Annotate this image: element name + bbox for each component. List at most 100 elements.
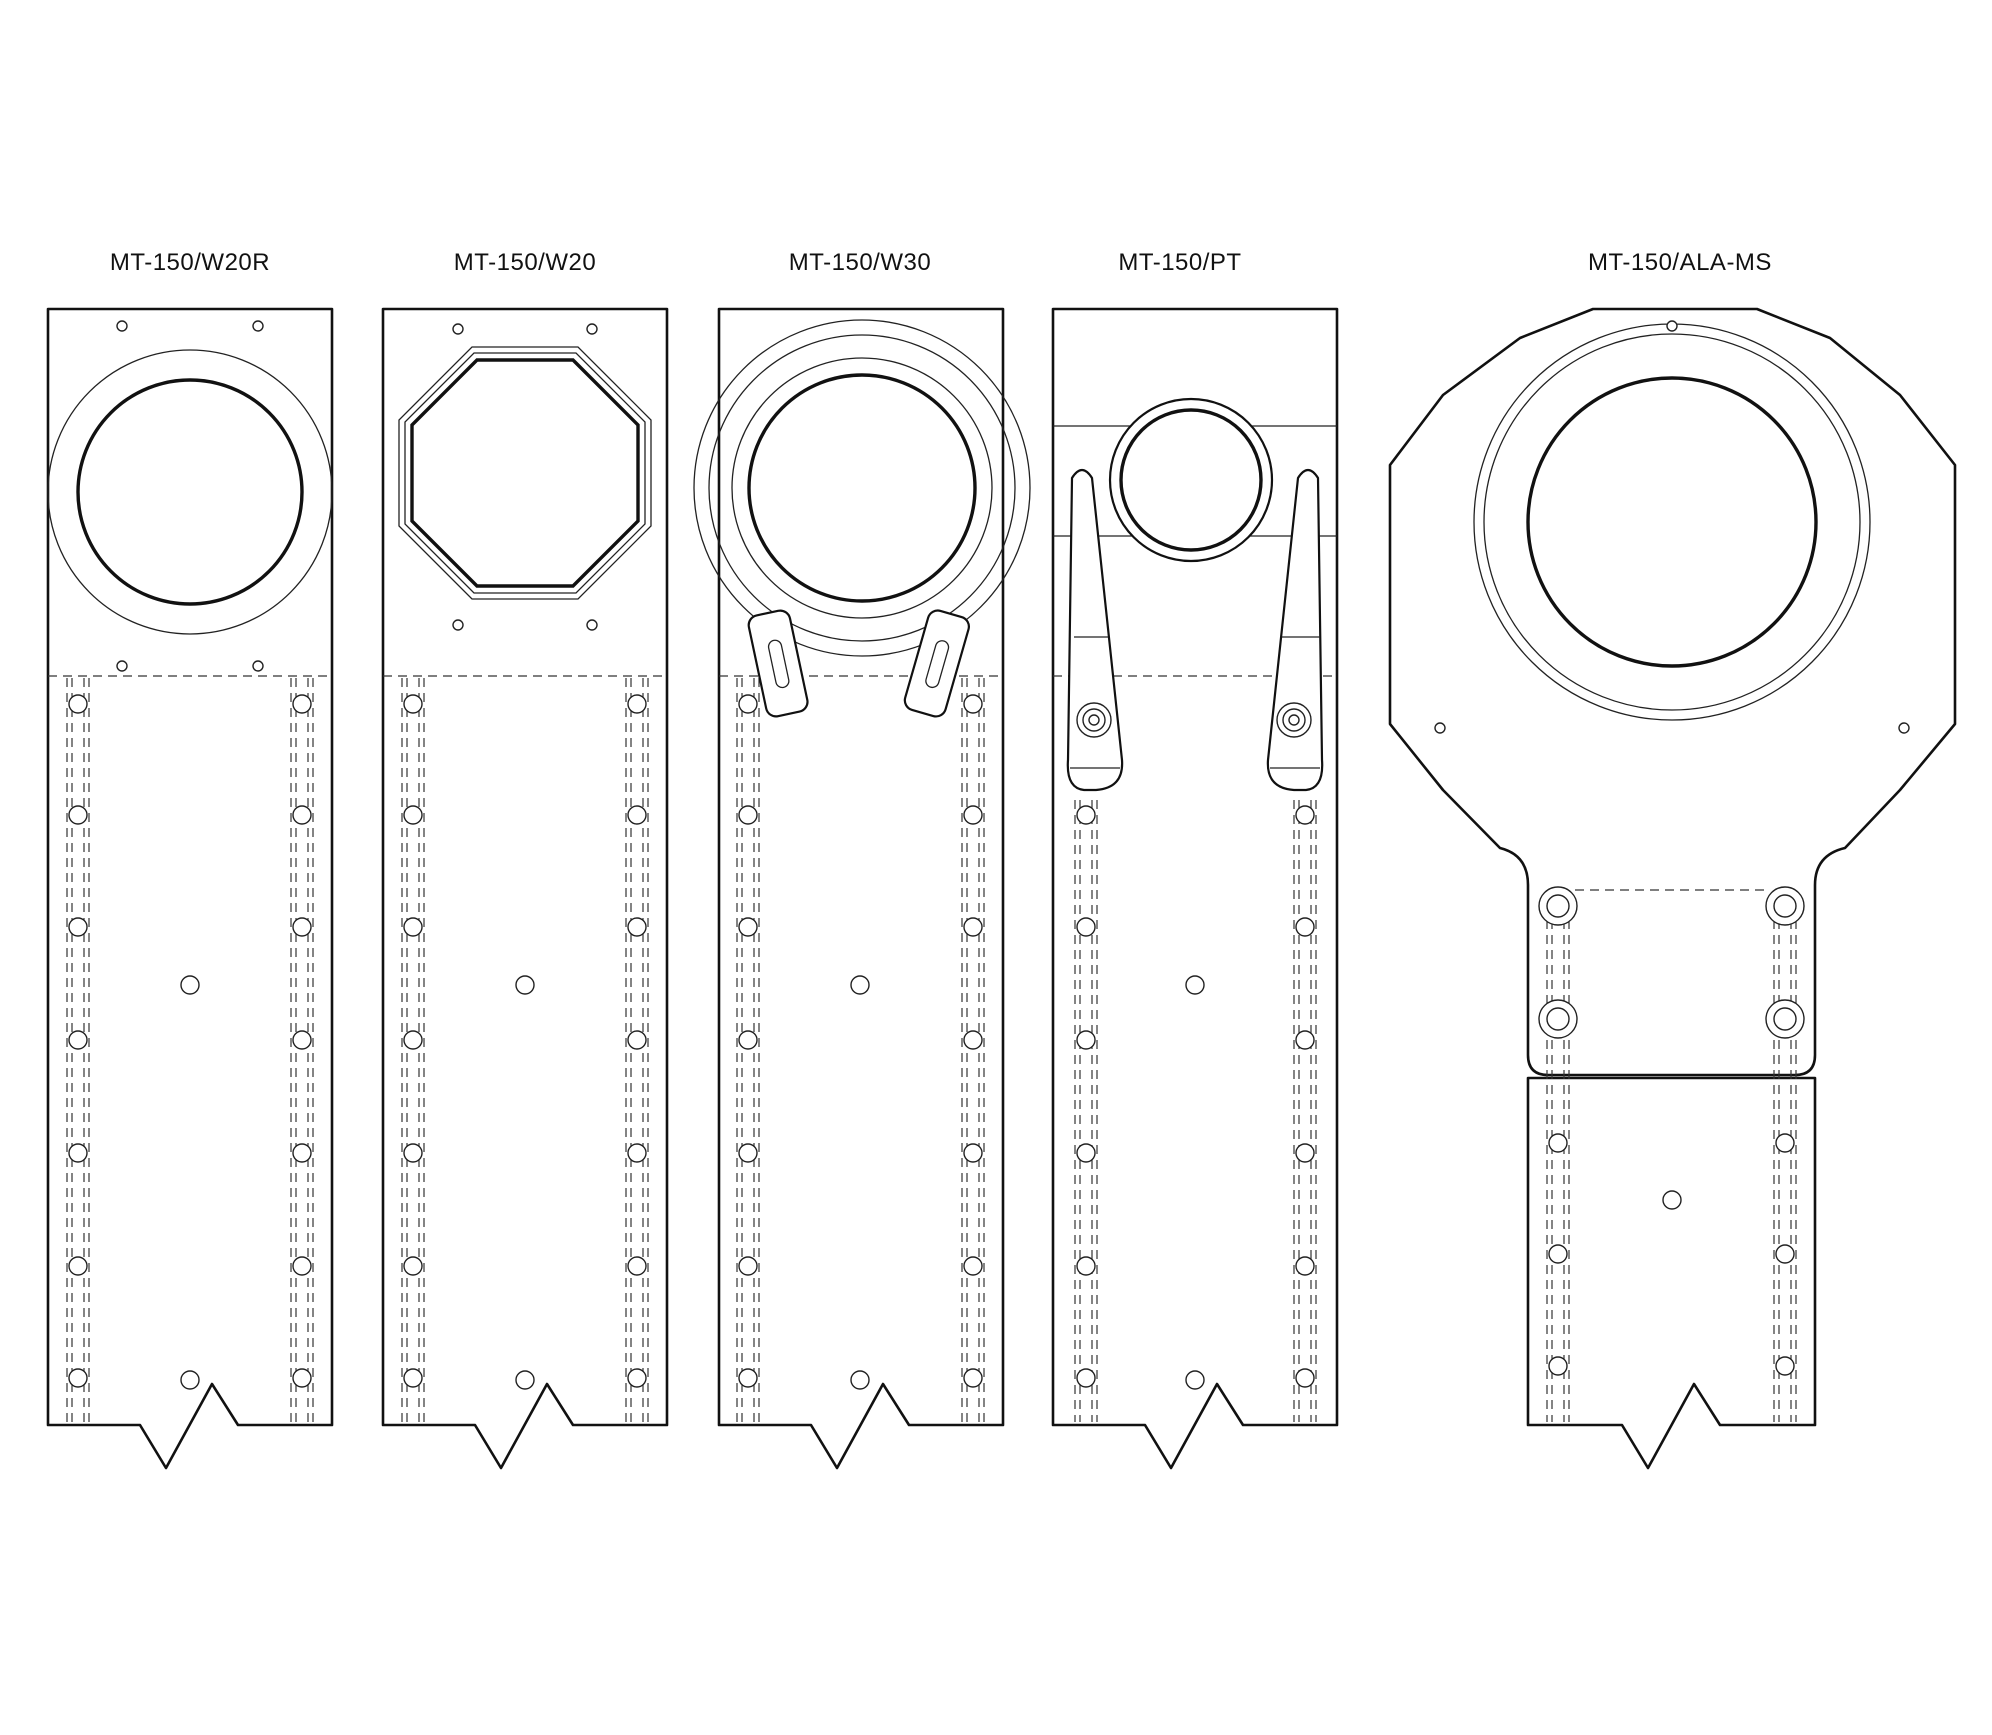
screw-hole — [252, 660, 264, 672]
lens-opening — [747, 373, 977, 603]
rail-hole — [627, 917, 647, 937]
lens-flange — [47, 349, 333, 635]
rail-hole — [1548, 1133, 1568, 1153]
rail-hole — [1775, 1356, 1795, 1376]
lens-flange — [1108, 397, 1274, 563]
rail-hole — [1775, 1133, 1795, 1153]
rail-hole — [68, 1368, 88, 1388]
clip-slot — [925, 640, 950, 689]
outer-ring — [693, 319, 1031, 657]
rail-hole — [403, 1143, 423, 1163]
rail-hole — [68, 1143, 88, 1163]
rail-hole — [1295, 1368, 1315, 1388]
model-label-w20: MT-150/W20 — [454, 249, 596, 276]
rail-hole — [68, 694, 88, 714]
middle-ring — [708, 334, 1016, 642]
center-hole — [515, 975, 535, 995]
left-rail — [1074, 694, 1098, 1422]
rail-hole — [627, 1256, 647, 1276]
drawing-alams — [1388, 307, 1957, 1470]
octagon-flange-inner — [404, 352, 646, 594]
housing-outline — [1388, 307, 1957, 1470]
rail-hole — [963, 1143, 983, 1163]
rail-hole — [738, 694, 758, 714]
model-label-pt: MT-150/PT — [1118, 249, 1241, 276]
mount-boss-inner — [1546, 894, 1570, 918]
rail-hole — [292, 805, 312, 825]
rail-hole — [292, 1030, 312, 1050]
rail-hole — [963, 1256, 983, 1276]
left-clip — [747, 609, 809, 718]
left-rail — [736, 678, 760, 1422]
rail-hole — [403, 805, 423, 825]
rail-hole — [963, 917, 983, 937]
rail-hole — [292, 1143, 312, 1163]
left-rail — [1546, 905, 1570, 1422]
bottom-center-hole — [1185, 1370, 1205, 1390]
rail-hole — [1295, 917, 1315, 937]
rail-hole — [68, 1030, 88, 1050]
panel-outline — [46, 307, 334, 1470]
model-label-alams: MT-150/ALA-MS — [1588, 249, 1772, 276]
screw-hole — [252, 320, 264, 332]
drawing-pt — [1051, 307, 1339, 1470]
rail-hole — [1775, 1244, 1795, 1264]
rail-hole — [738, 1368, 758, 1388]
bottom-center-hole — [180, 1370, 200, 1390]
inner-ring — [731, 357, 993, 619]
rail-hole — [1295, 1030, 1315, 1050]
screw-hole — [586, 619, 598, 631]
rail-hole — [627, 1143, 647, 1163]
rail-hole — [627, 1368, 647, 1388]
screw-hole — [1434, 722, 1446, 734]
rail-hole — [403, 694, 423, 714]
rail-hole — [292, 694, 312, 714]
rail-hole — [292, 1368, 312, 1388]
rail-hole — [68, 917, 88, 937]
panel-outline — [717, 307, 1005, 1470]
rail-hole — [1295, 1256, 1315, 1276]
rail-hole — [68, 1256, 88, 1276]
panel-outline — [381, 307, 669, 1470]
drawing-w20 — [381, 307, 669, 1470]
screw-hole — [1898, 722, 1910, 734]
rail-hole — [1076, 917, 1096, 937]
left-lever — [1066, 468, 1124, 792]
screw-hole — [116, 320, 128, 332]
rail-hole — [403, 1368, 423, 1388]
screw-hole — [116, 660, 128, 672]
clip-body — [747, 609, 809, 718]
rail-hole — [403, 917, 423, 937]
rail-hole — [1076, 1368, 1096, 1388]
clip-body — [903, 609, 970, 718]
rail-hole — [1076, 1256, 1096, 1276]
rail-hole — [963, 1030, 983, 1050]
right-rail — [1293, 694, 1317, 1422]
rail-hole — [1295, 805, 1315, 825]
drawing-w30 — [693, 307, 1031, 1470]
pivot-inner — [1288, 714, 1300, 726]
right-rail — [625, 678, 649, 1422]
rail-hole — [1076, 1143, 1096, 1163]
rail-hole — [963, 805, 983, 825]
rail-hole — [1076, 1030, 1096, 1050]
mount-boss-inner — [1773, 894, 1797, 918]
right-clip — [903, 609, 970, 718]
drawing-w20r — [46, 307, 334, 1470]
clip-slot — [767, 639, 790, 689]
rail-hole — [403, 1256, 423, 1276]
mount-boss-inner — [1773, 1007, 1797, 1031]
right-rail — [290, 678, 314, 1422]
rail-hole — [963, 694, 983, 714]
screw-hole — [586, 323, 598, 335]
rail-hole — [1548, 1356, 1568, 1376]
rail-hole — [1076, 805, 1096, 825]
model-label-w30: MT-150/W30 — [789, 249, 931, 276]
rail-hole — [627, 1030, 647, 1050]
center-hole — [1662, 1190, 1682, 1210]
rail-hole — [738, 1030, 758, 1050]
lens-opening — [1119, 408, 1263, 552]
model-label-w20r: MT-150/W20R — [110, 249, 270, 276]
screw-hole — [452, 323, 464, 335]
screw-hole — [1666, 320, 1678, 332]
